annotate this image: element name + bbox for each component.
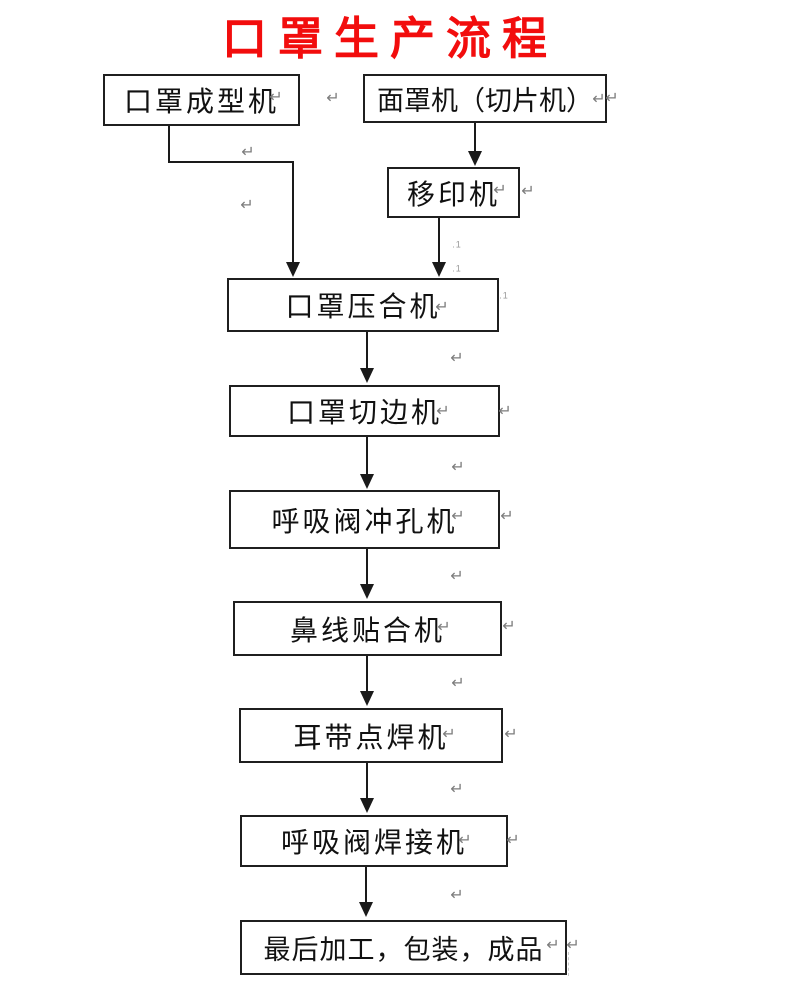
connector-punching-to-nosewire <box>360 549 374 599</box>
connector-pressing-to-edgecut <box>360 332 374 383</box>
watermark-fragment <box>568 952 569 976</box>
connector-valveweld-to-final <box>359 867 373 917</box>
connector-nosewire-to-earstrap <box>360 656 374 706</box>
flow-node-mask-pressing-machine: 口罩压合机 <box>227 278 499 332</box>
connector-facemask-to-padprint <box>468 123 482 166</box>
page-title: 口罩生产流程 <box>221 14 558 64</box>
flow-node-pad-printing-machine: 移印机 <box>387 167 520 218</box>
flow-node-breathing-valve-welding-machine: 呼吸阀焊接机 <box>240 815 508 867</box>
flow-node-mask-edge-cutting-machine: 口罩切边机 <box>229 385 500 437</box>
connector-padprint-to-pressing <box>432 218 446 277</box>
flow-node-mask-forming-machine: 口罩成型机 <box>103 74 300 126</box>
connector-earstrap-to-valveweld <box>360 763 374 813</box>
flow-node-nose-wire-laminating-machine: 鼻线贴合机 <box>233 601 502 656</box>
flow-node-final-processing-packaging: 最后加工，包装，成品 <box>240 920 567 975</box>
connector-forming-to-pressing <box>168 126 300 277</box>
flow-node-ear-strap-spot-welding-machine: 耳带点焊机 <box>239 708 503 763</box>
flow-node-breathing-valve-punching-machine: 呼吸阀冲孔机 <box>229 490 500 549</box>
flow-node-face-mask-machine: 面罩机（切片机） <box>363 74 607 123</box>
connector-edgecut-to-punching <box>360 437 374 489</box>
